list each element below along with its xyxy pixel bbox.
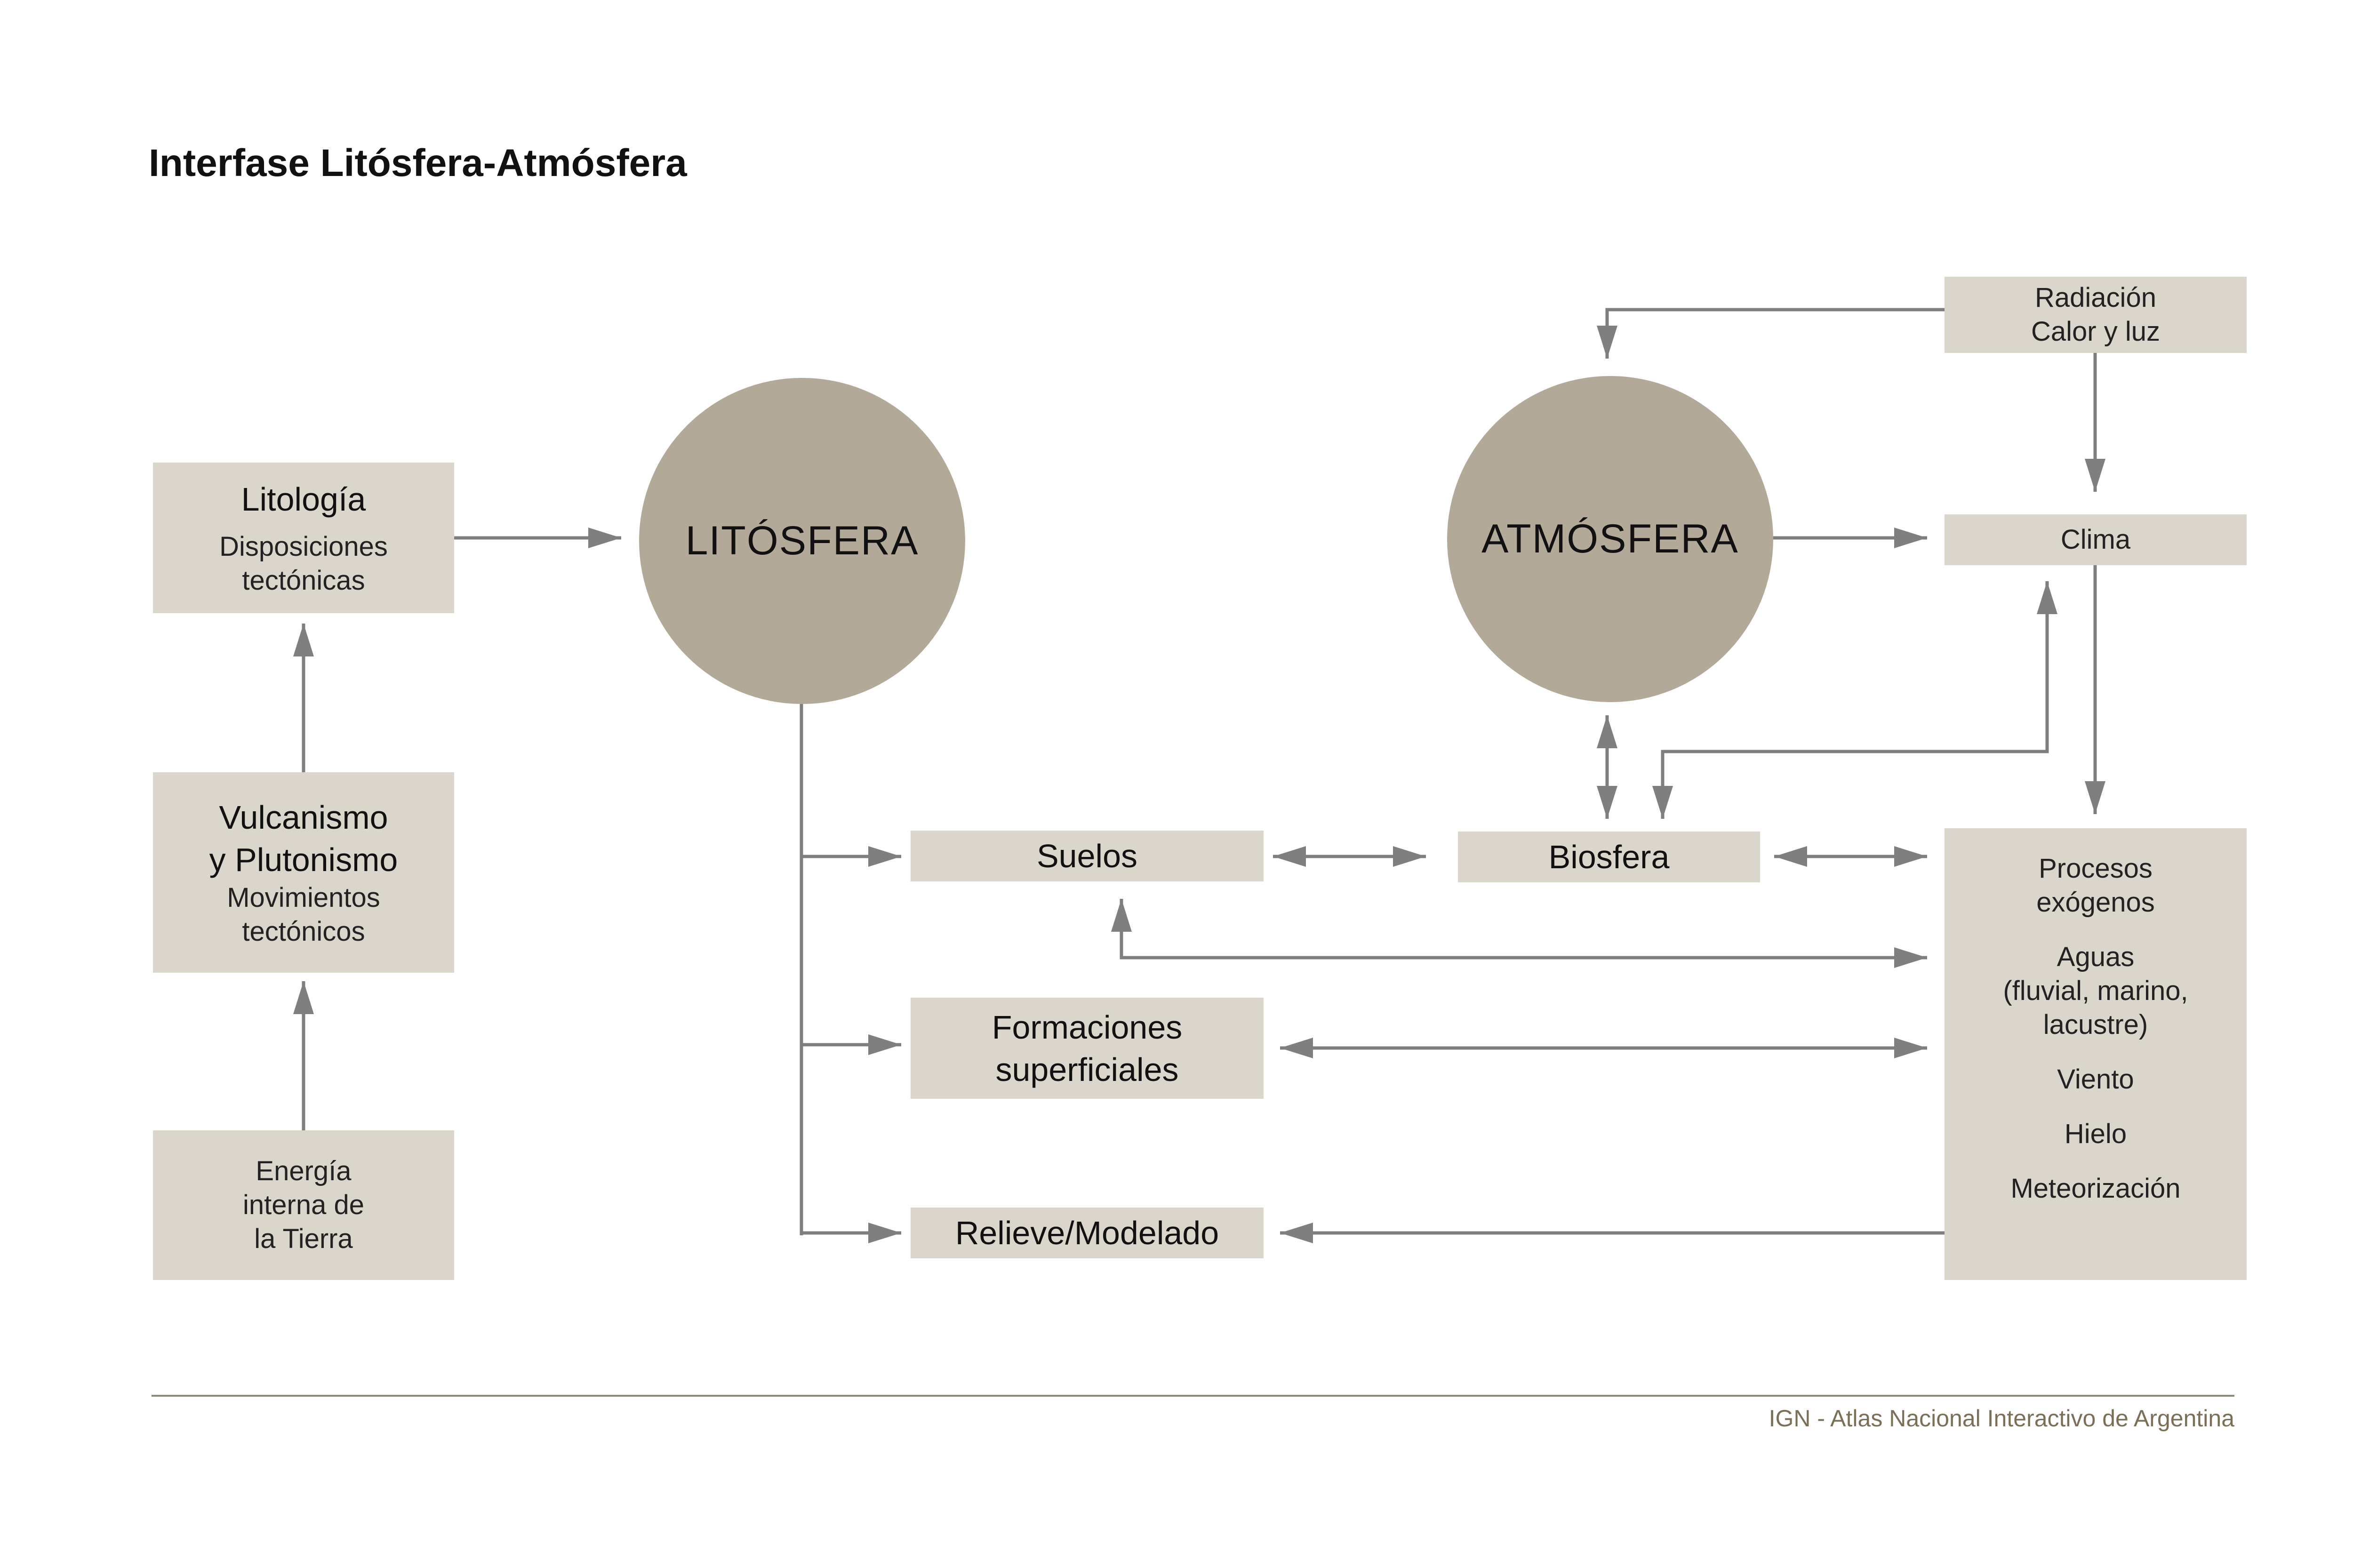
arrow-litosfera-to-formaciones-end-head (868, 1034, 901, 1055)
footer-credit: IGN - Atlas Nacional Interactivo de Arge… (1769, 1405, 2234, 1432)
arrow-biosfera-procesos-end-head (1894, 846, 1927, 867)
biosfera-box: Biosfera (1458, 832, 1760, 882)
litologia-title: Litología (241, 481, 366, 518)
relieve-box: Relieve/Modelado (911, 1208, 1264, 1258)
vulcanismo-title-1: Vulcanismo (219, 799, 388, 836)
arrow-suelos-procesos-start-head (1111, 899, 1132, 932)
litologia-line-1: Disposiciones (219, 531, 388, 562)
arrow-atmosfera-biosfera-end-head (1597, 786, 1617, 819)
procesos-viento: Viento (2057, 1064, 2134, 1095)
vulcanismo-line-2: tectónicos (242, 916, 365, 947)
arrow-suelos-biosfera-end-head (1393, 846, 1426, 867)
procesos-title-2: exógenos (2036, 887, 2155, 918)
arrow-vulcanismo-to-litologia-end-head (293, 624, 314, 656)
footer-rule (152, 1395, 2234, 1397)
arrow-biosfera-procesos-start-head (1774, 846, 1807, 867)
radiacion-line-1: Radiación (2035, 282, 2156, 313)
atmosfera-circle: ATMÓSFERA (1447, 376, 1773, 702)
arrow-litosfera-to-suelos-end-head (868, 846, 901, 867)
procesos-title-1: Procesos (2039, 853, 2153, 884)
formaciones-line-2: superficiales (995, 1051, 1179, 1088)
vulcanismo-line-1: Movimientos (227, 882, 380, 913)
biosfera-label: Biosfera (1548, 839, 1670, 875)
procesos-meteorizacion: Meteorización (2010, 1173, 2181, 1204)
arrow-clima-to-procesos-end-head (2085, 781, 2105, 814)
formaciones-box: Formaciones superficiales (911, 998, 1264, 1099)
energia-line-2: interna de (243, 1190, 364, 1220)
litologia-line-2: tectónicas (242, 565, 365, 596)
litosfera-circle: LITÓSFERA (639, 378, 965, 704)
suelos-box: Suelos (911, 831, 1264, 881)
vulcanismo-title-2: y Plutonismo (209, 841, 398, 878)
arrow-energia-to-vulcanismo-end-head (293, 981, 314, 1014)
litosfera-label: LITÓSFERA (685, 518, 919, 563)
vulcanismo-box: Vulcanismo y Plutonismo Movimientos tect… (153, 772, 454, 973)
energia-box: Energía interna de la Tierra (153, 1130, 454, 1280)
procesos-aguas-2: (fluvial, marino, (2003, 976, 2188, 1006)
arrow-formaciones-procesos-end-head (1894, 1038, 1927, 1058)
procesos-hielo: Hielo (2064, 1119, 2127, 1149)
arrow-procesos-to-relieve-end-head (1280, 1223, 1313, 1243)
clima-label: Clima (2060, 524, 2131, 555)
arrow-radiacion-to-clima-end-head (2085, 459, 2105, 492)
litologia-box: Litología Disposiciones tectónicas (153, 463, 454, 613)
radiacion-line-2: Calor y luz (2031, 316, 2160, 347)
arrow-formaciones-procesos-start-head (1280, 1038, 1313, 1058)
arrow-suelos-procesos-end-head (1894, 947, 1927, 968)
relieve-label: Relieve/Modelado (955, 1215, 1219, 1251)
arrow-litosfera-to-relieve-end-head (868, 1223, 901, 1243)
arrow-suelos-biosfera-start-head (1273, 846, 1306, 867)
suelos-label: Suelos (1036, 838, 1138, 874)
arrow-clima-biosfera-start-head (1652, 786, 1673, 819)
arrow-suelos-procesos (1120, 899, 1927, 960)
procesos-aguas-1: Aguas (2057, 942, 2135, 972)
atmosfera-label: ATMÓSFERA (1481, 516, 1739, 561)
clima-box: Clima (1945, 514, 2247, 565)
arrow-clima-biosfera-end-head (2037, 581, 2057, 614)
procesos-box: Procesos exógenos Aguas (fluvial, marino… (1945, 828, 2247, 1280)
formaciones-line-1: Formaciones (992, 1008, 1183, 1046)
radiacion-box: Radiación Calor y luz (1945, 277, 2247, 353)
arrow-atmosfera-to-clima-end-head (1894, 528, 1927, 548)
arrow-radiacion-to-atmosfera (1605, 308, 1945, 359)
arrow-atmosfera-biosfera-start-head (1597, 715, 1617, 748)
arrow-clima-biosfera (1661, 581, 2049, 819)
energia-line-1: Energía (256, 1156, 352, 1186)
arrow-litologia-to-litosfera-end-head (588, 528, 621, 548)
arrow-radiacion-to-atmosfera-end-head (1597, 326, 1617, 359)
energia-line-3: la Tierra (254, 1224, 353, 1254)
diagram-title: Interfase Litósfera-Atmósfera (149, 142, 687, 184)
procesos-aguas-3: lacustre) (2043, 1009, 2148, 1040)
